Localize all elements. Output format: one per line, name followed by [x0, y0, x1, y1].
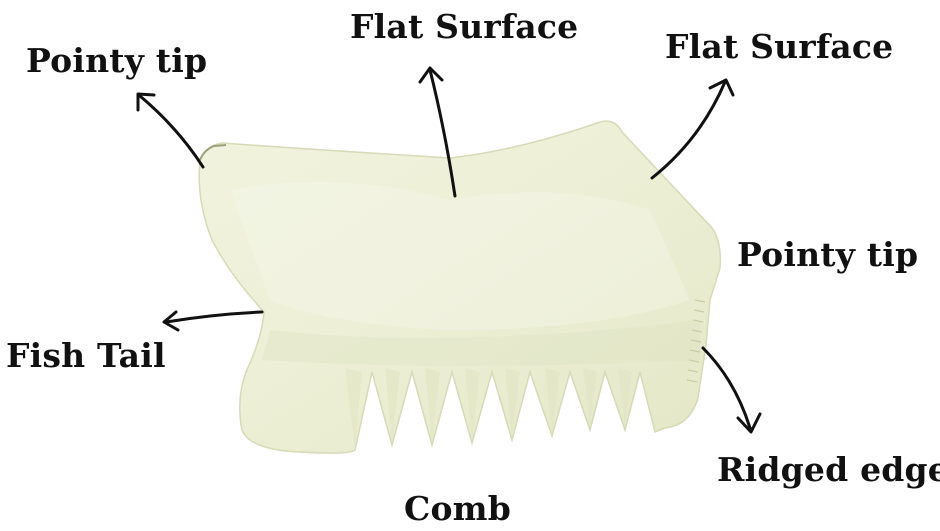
arrow-pointy-tip-left: [140, 96, 203, 167]
label-comb: Comb: [404, 492, 511, 525]
arrow-flat-surface-right: [652, 82, 725, 178]
arrow-ridged-edge: [703, 348, 750, 428]
label-pointy-tip-right: Pointy tip: [737, 238, 918, 271]
label-flat-surface-right: Flat Surface: [665, 30, 893, 63]
label-flat-surface-top: Flat Surface: [350, 10, 578, 43]
arrow-fish-tail: [166, 312, 262, 322]
label-pointy-tip-left: Pointy tip: [26, 44, 207, 77]
label-ridged-edge: Ridged edge: [717, 453, 940, 486]
stone-face-shading: [230, 182, 690, 330]
label-fish-tail: Fish Tail: [6, 339, 166, 372]
